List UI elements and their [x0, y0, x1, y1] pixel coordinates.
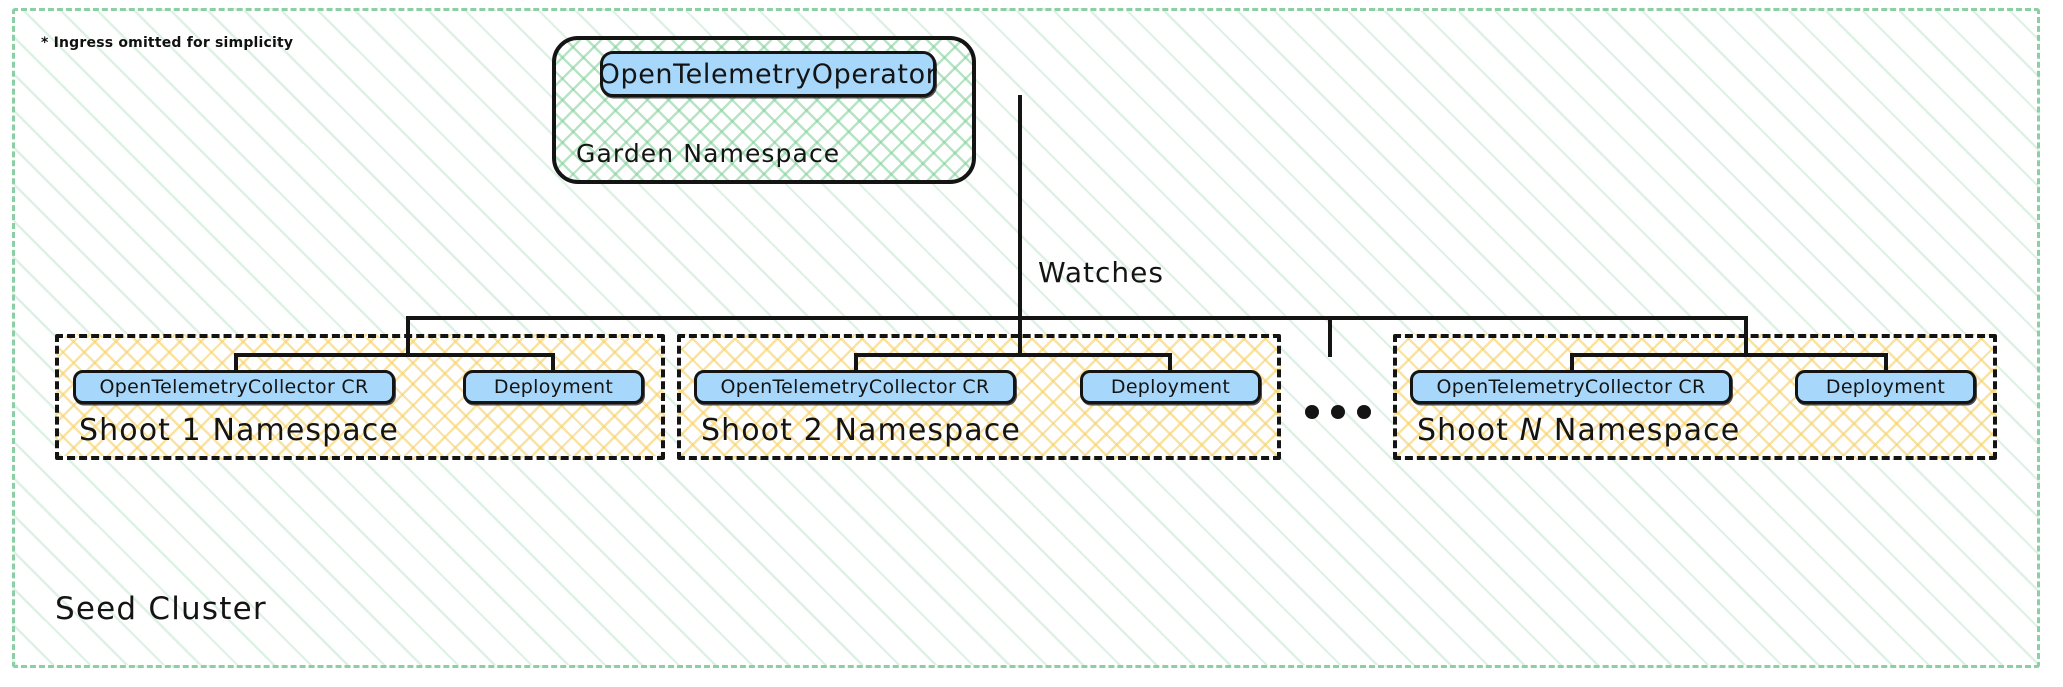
node-opentelemetry-operator[interactable]: OpenTelemetryOperator: [599, 51, 937, 97]
shoot-namespace-label-2: Shoot 2 Namespace: [701, 413, 1021, 448]
seed-cluster-label: Seed Cluster: [55, 591, 267, 627]
shoot-label-index-1: 1: [181, 413, 202, 448]
node-deployment-1[interactable]: Deployment: [463, 370, 644, 404]
ellipsis-indicator: [1305, 405, 1371, 419]
ellipsis-dot: [1331, 405, 1345, 419]
ellipsis-dot: [1357, 405, 1371, 419]
shoot-label-index-2: 2: [803, 413, 824, 448]
shoot-label-suffix-n: Namespace: [1543, 413, 1741, 448]
node-deployment-n[interactable]: Deployment: [1795, 370, 1976, 404]
node-opentelemetrycollector-cr-1[interactable]: OpenTelemetryCollector CR: [73, 370, 395, 404]
node-deployment-2[interactable]: Deployment: [1080, 370, 1261, 404]
shoot-namespace-label-n: Shoot N Namespace: [1417, 413, 1740, 448]
shoot-label-prefix-1: Shoot: [79, 413, 182, 448]
shoot-label-index-n: N: [1519, 413, 1544, 448]
shoot-label-suffix-2: Namespace: [823, 413, 1021, 448]
garden-namespace-label: Garden Namespace: [576, 139, 841, 168]
shoot-label-prefix-n: Shoot: [1417, 413, 1520, 448]
node-opentelemetrycollector-cr-n[interactable]: OpenTelemetryCollector CR: [1410, 370, 1732, 404]
node-opentelemetrycollector-cr-2[interactable]: OpenTelemetryCollector CR: [694, 370, 1016, 404]
shoot-label-prefix-2: Shoot: [701, 413, 804, 448]
shoot-namespace-label-1: Shoot 1 Namespace: [79, 413, 399, 448]
shoot-label-suffix-1: Namespace: [201, 413, 399, 448]
footnote-text: * Ingress omitted for simplicity: [41, 35, 294, 51]
ellipsis-dot: [1305, 405, 1319, 419]
edge-label-watches: Watches: [1038, 256, 1164, 289]
